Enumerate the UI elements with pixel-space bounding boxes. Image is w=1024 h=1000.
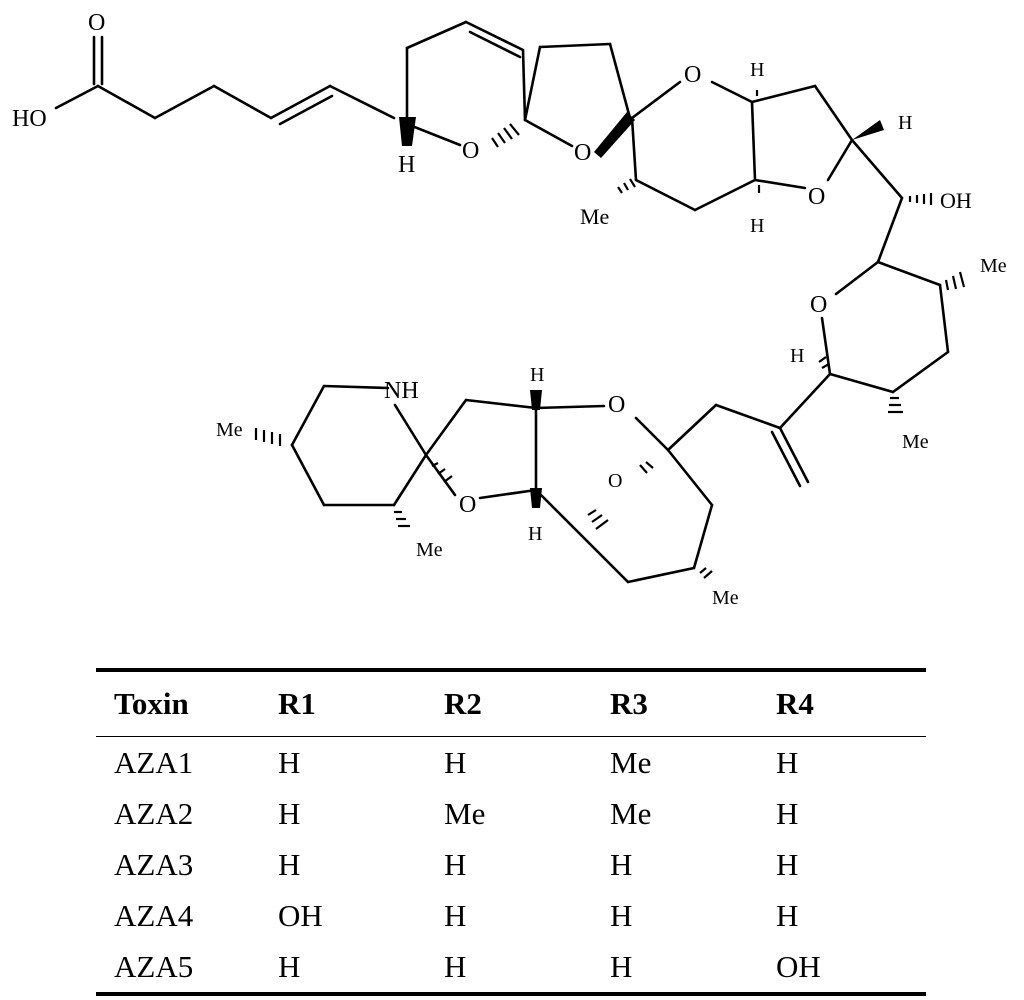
cell-r3: H bbox=[610, 897, 633, 933]
cell-r4: H bbox=[776, 744, 799, 780]
table-row: AZA4 OH H H H bbox=[96, 890, 926, 941]
cell-toxin: AZA3 bbox=[114, 846, 194, 882]
chemical-structure: O HO O H O O Me H H O H OH O Me H Me O H… bbox=[12, 10, 1007, 609]
ring-b-oxygen-label: O bbox=[574, 140, 591, 166]
atom-labels: O HO O H O O Me H H O H OH O Me H Me O H… bbox=[12, 10, 1007, 609]
ring-e-hydrogen-label: H bbox=[790, 345, 804, 367]
ring-c-oxygen-label: O bbox=[684, 62, 701, 88]
acid-hydroxyl-label: HO bbox=[12, 106, 47, 132]
header-r1: R1 bbox=[260, 670, 426, 737]
cell-r2: Me bbox=[444, 795, 486, 831]
ring-a-hydrogen-label: H bbox=[398, 152, 415, 178]
ring-h-oxygen-label: O bbox=[459, 492, 476, 518]
ring-a-bonds bbox=[399, 20, 527, 148]
ring-c-methyl-label: Me bbox=[580, 204, 609, 229]
header-r3: R3 bbox=[592, 670, 758, 737]
cell-toxin: AZA1 bbox=[114, 744, 194, 780]
cell-r3: H bbox=[610, 948, 633, 984]
header-toxin: Toxin bbox=[96, 670, 260, 737]
ring-i-bonds bbox=[254, 384, 428, 528]
ring-d-hydrogen-bottom-label: H bbox=[750, 215, 764, 237]
cell-toxin: AZA2 bbox=[114, 795, 194, 831]
ring-e-oxygen-label: O bbox=[810, 292, 827, 318]
cell-r2: H bbox=[444, 948, 467, 984]
cell-r3: H bbox=[610, 846, 633, 882]
ring-b-bonds bbox=[523, 42, 635, 158]
carbonyl-oxygen-label: O bbox=[88, 10, 105, 36]
cell-r1: H bbox=[278, 948, 301, 984]
table-row: AZA5 H H H OH bbox=[96, 941, 926, 994]
ring-h-methyl-label: Me bbox=[712, 587, 739, 609]
ring-i-nh-label: NH bbox=[384, 378, 419, 404]
cell-r1: H bbox=[278, 795, 301, 831]
ring-i-methyl-bottom-label: Me bbox=[416, 539, 443, 561]
ring-f-g-bonds bbox=[530, 390, 714, 584]
cell-r4: H bbox=[776, 795, 799, 831]
ring-d-hydrogen-right-label: H bbox=[898, 112, 912, 134]
cell-r4: H bbox=[776, 897, 799, 933]
ring-d-hydrogen-top-label: H bbox=[750, 59, 764, 81]
header-r2: R2 bbox=[426, 670, 592, 737]
ring-e-methyl-bottom-label: Me bbox=[902, 431, 929, 453]
table-header-row: Toxin R1 R2 R3 R4 bbox=[96, 670, 926, 737]
ring-a-oxygen-label: O bbox=[462, 138, 479, 164]
ring-h-bonds bbox=[424, 398, 538, 500]
ring-g-hydrogen-bottom-label: H bbox=[528, 523, 542, 545]
cell-r4: H bbox=[776, 846, 799, 882]
side-chain-hydroxyl-label: OH bbox=[940, 188, 972, 213]
ring-c-bonds bbox=[617, 80, 757, 212]
cell-r3: Me bbox=[610, 744, 652, 780]
table-row: AZA3 H H H H bbox=[96, 839, 926, 890]
cell-r1: OH bbox=[278, 897, 323, 933]
table-row: AZA2 H Me Me H bbox=[96, 788, 926, 839]
cell-r1: H bbox=[278, 744, 301, 780]
cell-r2: H bbox=[444, 846, 467, 882]
cell-r2: H bbox=[444, 744, 467, 780]
ring-e-methyl-top-label: Me bbox=[980, 255, 1007, 277]
linker-bonds bbox=[666, 403, 810, 488]
cell-toxin: AZA5 bbox=[114, 948, 194, 984]
ring-e-bonds bbox=[778, 193, 966, 430]
ring-g-oxygen-label: O bbox=[608, 470, 622, 492]
toxin-substituent-table: Toxin R1 R2 R3 R4 AZA1 H H Me H AZA2 H M… bbox=[96, 668, 926, 996]
cell-r1: H bbox=[278, 846, 301, 882]
cell-toxin: AZA4 bbox=[114, 897, 194, 933]
cell-r3: Me bbox=[610, 795, 652, 831]
table-row: AZA1 H H Me H bbox=[96, 737, 926, 789]
header-r4: R4 bbox=[758, 670, 926, 737]
ring-g-hydrogen-top-label: H bbox=[530, 364, 544, 386]
acid-chain-bonds bbox=[54, 35, 396, 126]
ring-d-bonds bbox=[750, 84, 904, 200]
cell-r4: OH bbox=[776, 948, 821, 984]
ring-i-methyl-left-label: Me bbox=[216, 419, 243, 441]
cell-r2: H bbox=[444, 897, 467, 933]
ring-f-oxygen-label: O bbox=[608, 392, 625, 418]
ring-d-oxygen-label: O bbox=[808, 184, 825, 210]
